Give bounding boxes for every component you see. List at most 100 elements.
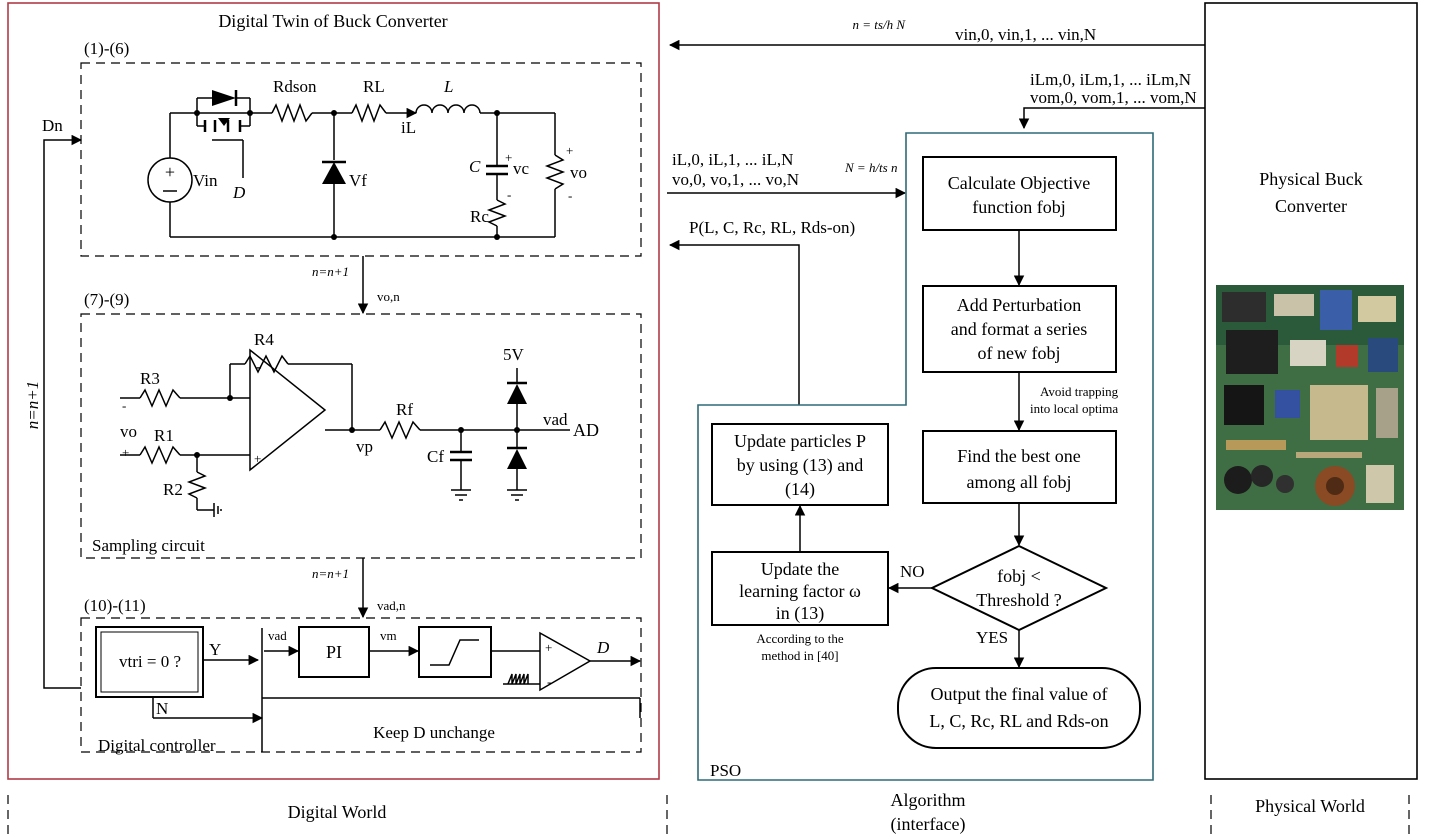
calc-objective-box bbox=[922, 156, 1117, 231]
controller-label: Digital controller bbox=[98, 736, 216, 755]
svg-text:-: - bbox=[568, 188, 572, 203]
label-r4: R4 bbox=[254, 330, 274, 349]
label-rc: Rc bbox=[470, 207, 489, 226]
label-y: Y bbox=[209, 640, 221, 659]
update-lf-line-1: Update the bbox=[761, 559, 839, 579]
label-ctrl-vad: vad bbox=[268, 628, 287, 643]
label-n-branch: N bbox=[156, 699, 168, 718]
label-c: C bbox=[469, 157, 481, 176]
arrow-measured-to-pso bbox=[1018, 107, 1205, 130]
algorithm-label-1: Algorithm bbox=[891, 790, 966, 810]
saturation-icon bbox=[430, 639, 479, 666]
physical-world-label: Physical World bbox=[1255, 796, 1365, 816]
buck-power-circuit: + + - + - bbox=[147, 90, 573, 240]
update-learning-box bbox=[711, 551, 889, 626]
best-line-2: among all fobj bbox=[967, 472, 1072, 492]
power-stage-block bbox=[80, 62, 642, 257]
digital-twin-frame bbox=[7, 2, 660, 780]
physical-title-2: Converter bbox=[1275, 196, 1347, 216]
svg-text:-: - bbox=[256, 357, 262, 376]
rdson-resistor bbox=[271, 102, 313, 124]
perturb-line-1: Add Perturbation bbox=[957, 295, 1081, 315]
clamp-diode-bottom bbox=[507, 449, 527, 469]
label-vc: vc bbox=[513, 159, 530, 178]
label-vad: vad bbox=[543, 410, 568, 429]
decision-line-2: Threshold ? bbox=[976, 590, 1061, 610]
threshold-decision bbox=[929, 544, 1109, 632]
update-p-line-1: Update particles P bbox=[734, 431, 866, 451]
output-line-1: Output the final value of bbox=[931, 684, 1108, 704]
avoid-line-1: Avoid trapping bbox=[1040, 384, 1119, 399]
svg-text:+: + bbox=[505, 150, 512, 165]
label-vo-in: vo bbox=[120, 422, 137, 441]
N-equation: N = h/ts n bbox=[844, 160, 897, 175]
n-inc-1: n=n+1 bbox=[312, 264, 349, 279]
controller-logic: + - bbox=[95, 626, 642, 752]
vin-sequence: vin,0, vin,1, ... vin,N bbox=[955, 25, 1096, 44]
svg-text:-: - bbox=[507, 187, 511, 202]
update-lf-line-2: learning factor ω bbox=[739, 581, 861, 601]
label-rl: RL bbox=[363, 77, 385, 96]
label-r3: R3 bbox=[140, 369, 160, 388]
label-d-gate: D bbox=[232, 183, 246, 202]
vtri-label: vtri = 0 ? bbox=[119, 652, 181, 671]
digital-twin-title: Digital Twin of Buck Converter bbox=[218, 11, 447, 31]
label-l: L bbox=[443, 77, 453, 96]
best-line-1: Find the best one bbox=[957, 446, 1081, 466]
output-box bbox=[897, 667, 1141, 749]
pi-box bbox=[298, 626, 370, 678]
label-vad-n: vad,n bbox=[377, 598, 406, 613]
arrow-params-to-twin bbox=[668, 239, 800, 405]
label-r1: R1 bbox=[154, 426, 174, 445]
output-line-2: L, C, Rc, RL and Rds-on bbox=[929, 711, 1108, 731]
inductor-icon bbox=[415, 104, 481, 114]
label-rf: Rf bbox=[396, 400, 413, 419]
label-rdson: Rdson bbox=[273, 77, 317, 96]
param-vector: P(L, C, Rc, RL, Rds-on) bbox=[689, 218, 855, 237]
decision-line-1: fobj < bbox=[997, 566, 1041, 586]
converter-photo bbox=[1216, 285, 1404, 510]
il-sequence: iL,0, iL,1, ... iL,N bbox=[672, 150, 793, 169]
n-inc-2: n=n+1 bbox=[312, 566, 349, 581]
load-resistor bbox=[544, 154, 566, 190]
r4-resistor bbox=[244, 354, 289, 374]
label-vm: vm bbox=[380, 628, 397, 643]
digital-world-label: Digital World bbox=[288, 802, 387, 822]
sampling-label: Sampling circuit bbox=[92, 536, 205, 555]
svg-text:+: + bbox=[566, 143, 573, 158]
keep-d-label: Keep D unchange bbox=[373, 723, 495, 742]
update-p-line-3: (14) bbox=[785, 479, 815, 500]
svg-text:+: + bbox=[122, 445, 129, 460]
controller-ref: (10)-(11) bbox=[84, 596, 146, 615]
update-p-line-2: by using (13) and bbox=[737, 455, 863, 476]
physical-frame bbox=[1204, 2, 1418, 780]
rl-resistor bbox=[351, 102, 387, 124]
update-particles-box bbox=[711, 423, 889, 506]
label-cf: Cf bbox=[427, 447, 444, 466]
power-stage-ref: (1)-(6) bbox=[84, 39, 129, 58]
find-best-box bbox=[922, 430, 1117, 504]
svg-text:-: - bbox=[122, 398, 126, 413]
label-vf: Vf bbox=[349, 171, 367, 190]
no-label: NO bbox=[900, 562, 925, 581]
algorithm-label-2: (interface) bbox=[891, 814, 966, 835]
label-vo-n: vo,n bbox=[377, 289, 400, 304]
sampling-ref: (7)-(9) bbox=[84, 290, 129, 309]
n-equation: n = ts/h N bbox=[853, 17, 907, 32]
calc-line-2: function fobj bbox=[972, 197, 1065, 217]
perturb-line-2: and format a series bbox=[951, 319, 1087, 339]
physical-title-1: Physical Buck bbox=[1259, 169, 1363, 189]
label-vin: Vin bbox=[193, 171, 218, 190]
label-pi: PI bbox=[326, 642, 342, 662]
svg-text:-: - bbox=[547, 674, 551, 689]
sawtooth-icon bbox=[507, 673, 529, 685]
label-5v: 5V bbox=[503, 345, 525, 364]
rf-resistor bbox=[379, 420, 421, 440]
freewheel-diode-icon bbox=[322, 162, 346, 184]
r3-resistor bbox=[139, 388, 181, 408]
rc-resistor bbox=[486, 199, 508, 227]
plus-sign: + bbox=[165, 162, 175, 182]
label-ad: AD bbox=[573, 420, 599, 440]
feedback-loop bbox=[43, 134, 83, 689]
